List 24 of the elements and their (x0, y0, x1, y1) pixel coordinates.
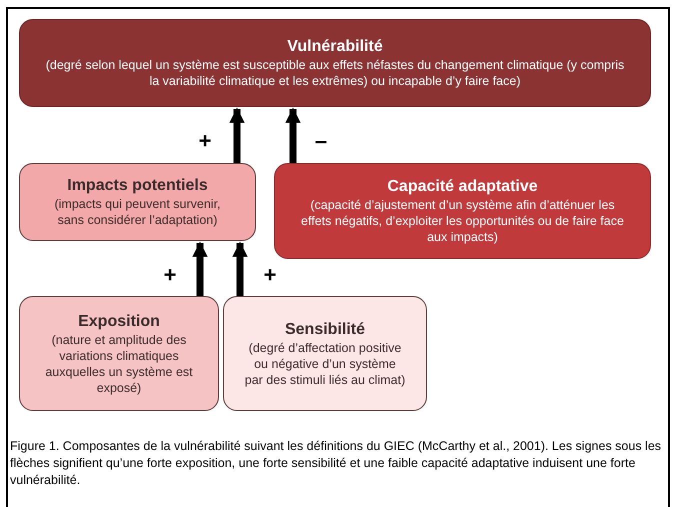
box-description: (impacts qui peuvent survenir, sans considérer l’adaptation) (53, 196, 222, 228)
arrow (232, 241, 248, 296)
edge-label: + (198, 130, 212, 152)
edge-label: – (314, 130, 328, 152)
box-title: Capacité adaptative (387, 177, 538, 197)
box-title: Vulnérabilité (287, 37, 383, 57)
arrow (229, 107, 245, 163)
box-description: (degré d’affectation positive ou négative d’un système par des stimuli liés au climat) (244, 340, 406, 388)
box-title: Impacts potentiels (67, 176, 208, 196)
vulnerability-box (19, 19, 651, 107)
box-description: (capacité d’ajustement d’un système afin d’atténuer les effets négatifs, d’exploiter les opportunités ou de faire face aux impacts) (300, 197, 625, 245)
figure-caption: Figure 1. Composantes de la vulnérabilité suivant les définitions du GIEC (McCarthy et al., 2001). Les signes sous les flèches signifient qu’une forte exposition, une forte sensibilité et une faible capacité adaptative induisent une forte vulnérabilité. (10, 438, 662, 489)
arrow (285, 107, 301, 163)
box-description: (degré selon lequel un système est susceptible aux effets néfastes du changement climatique (y compris la variabilité climatique et les extrêmes) ou incapable d’y faire face) (44, 57, 626, 89)
sensitivity-box (223, 296, 427, 411)
box-title: Sensibilité (284, 320, 366, 340)
impacts-box (19, 163, 256, 241)
capacity-box (274, 163, 651, 259)
edge-label: + (164, 264, 176, 286)
box-description: (nature et amplitude des variations climatiques auxquelles un système est exposé) (44, 332, 194, 396)
edge-label: + (264, 264, 276, 286)
exposure-box (19, 296, 219, 411)
arrow (192, 241, 208, 296)
box-title: Exposition (78, 312, 160, 332)
